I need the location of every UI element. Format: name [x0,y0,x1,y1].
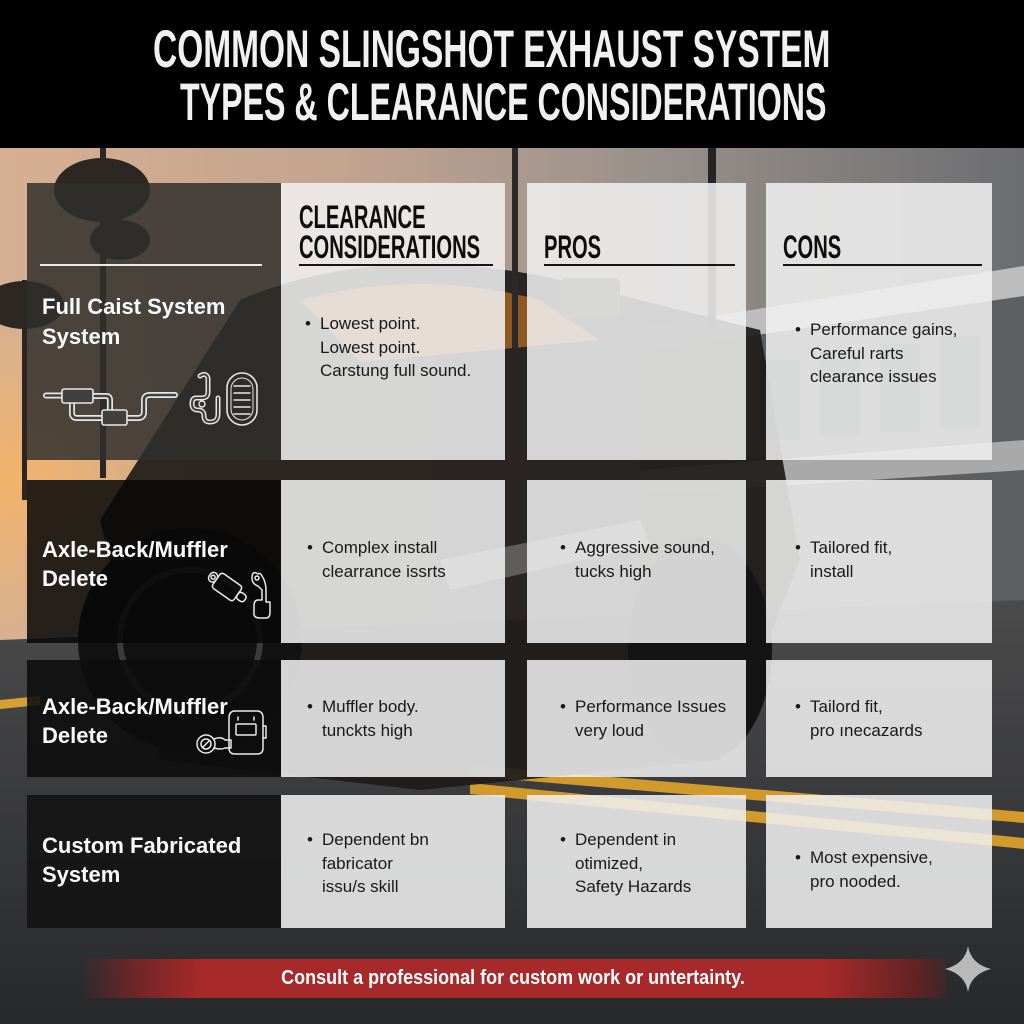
clearance-cell-row-2: • Complex install clearrance issrts [281,480,505,643]
bullet-text: Complex install [322,538,438,557]
pros-cell-row-4: • Dependent in otimized, Safety Hazards [527,795,746,928]
bullet-icon: • [560,830,566,849]
bullet-text: Lowest point. [320,314,421,333]
bullet-text: Tailored fit, [810,538,893,557]
column-header-cons: CONS [783,229,842,265]
type-cell-custom-fabricated: Custom Fabricated System [27,795,281,928]
header-underline [783,264,982,266]
bullet-list: • Tailored fit, install [795,536,893,583]
bullet-text: very loud [575,720,644,740]
bullet-text: pro nooded. [810,871,901,891]
clearance-cell-row-1: CLEARANCE CONSIDERATIONS • Lowest point.… [281,183,505,460]
bullet-text: otimized, [575,853,644,873]
full-system-icons [40,368,265,430]
sparkle-icon [945,946,991,992]
welding-icons [195,708,267,758]
bullet-text: Muffler body. [322,697,419,716]
bullet-list: • Dependent bn fabricator issu/s skill [307,828,429,899]
page-title-line-2: TYPES & CLEARANCE CONSIDERATIONS [180,73,827,132]
bullet-icon: • [307,830,313,849]
bullet-text: Performance Issues [575,697,727,716]
bullet-list: • Aggressive sound, tucks high [560,536,715,583]
bullet-list: • Dependent in otimized, Safety Hazards [560,828,692,899]
exhaust-type-label: Axle-Back/Muffler Delete [42,692,228,750]
bullet-text: tucks high [575,561,652,581]
bullet-text: Tailord fit, [810,697,883,716]
bullet-text: Dependent bn [322,830,429,849]
clearance-cell-row-3: • Muffler body. tunckts high [281,660,505,777]
muffler-icon [207,571,271,619]
cons-cell-row-4: • Most expensive, pro nooded. [766,795,992,928]
exhaust-system-icon [43,371,258,426]
column-header-pros: PROS [544,229,602,265]
cons-cell-row-1: CONS • Performance gains, Careful rarts … [766,183,992,460]
pros-cell-row-1: PROS [527,183,746,460]
bullet-text: Most expensive, [810,848,933,867]
bullet-text: Careful rarts [810,343,904,363]
title-header: COMMON SLINGSHOT EXHAUST SYSTEM TYPES & … [0,0,1024,148]
bullet-icon: • [560,697,566,716]
bullet-list: • Most expensive, pro nooded. [795,846,933,893]
bullet-list: • Performance Issues very loud [560,695,727,742]
bullet-list: • Muffler body. tunckts high [307,695,419,742]
page-title-line-1: COMMON SLINGSHOT EXHAUST SYSTEM [153,20,831,79]
bullet-text: pro ınecazards [810,720,923,740]
welding-helmet-icon [196,710,267,755]
bullet-list: • Performance gains, Careful rarts clear… [795,318,958,389]
bullet-text: Performance gains, [810,320,958,339]
label-line: Axle-Back/Muffler [42,537,228,562]
cons-cell-row-3: • Tailord fit, pro ınecazards [766,660,992,777]
pros-cell-row-2: • Aggressive sound, tucks high [527,480,746,643]
pros-cell-row-3: • Performance Issues very loud [527,660,746,777]
type-cell-axle-back-1: Axle-Back/Muffler Delete [27,480,281,643]
label-line: System [42,862,121,887]
exhaust-type-label: Custom Fabricated System [42,831,241,889]
bullet-icon: • [795,697,801,716]
type-cell-axle-back-2: Axle-Back/Muffler Delete [27,660,281,777]
bullet-list: • Complex install clearrance issrts [307,536,446,583]
disclaimer-banner: Consult a professional for custom work o… [80,959,946,998]
label-line: System [42,324,121,349]
bullet-icon: • [795,538,801,557]
header-line: CLEARANCE [299,199,426,235]
bullet-icon: • [307,538,313,557]
label-line: Delete [42,723,109,748]
bullet-text: clearrance issrts [322,561,446,581]
header-line: CONSIDERATIONS [299,229,481,265]
bullet-icon: • [795,320,801,339]
divider [40,264,262,266]
bullet-icon: • [305,314,311,333]
bullet-icon: • [560,538,566,557]
bullet-text: Safety Hazards [575,877,692,896]
header-underline [299,264,493,266]
label-line: Axle-Back/Muffler [42,694,228,719]
header-underline [544,264,735,266]
type-cell-full-system: Full Caist System System [27,183,281,460]
exhaust-type-label: Full Caist System System [42,292,225,352]
bullet-text: fabricator [322,853,393,873]
clearance-cell-row-4: • Dependent bn fabricator issu/s skill [281,795,505,928]
bullet-text: Carstung full sound. [320,361,472,380]
bullet-text: Lowest point. [320,337,421,357]
cons-cell-row-2: • Tailored fit, install [766,480,992,643]
bullet-icon: • [795,848,801,867]
bullet-list: • Tailord fit, pro ınecazards [795,695,923,742]
bullet-text: clearance issues [810,367,937,386]
bullet-text: Aggressive sound, [575,538,715,557]
label-line: Full Caist System [42,294,226,319]
bullet-text: install [810,561,854,581]
axle-back-icons [200,562,278,622]
disclaimer-text: Consult a professional for custom work o… [281,967,745,989]
exhaust-type-label: Axle-Back/Muffler Delete [42,535,228,593]
bullet-list: • Lowest point. Lowest point. Carstung f… [305,312,472,383]
label-line: Delete [42,566,109,591]
bullet-text: issu/s skill [322,877,399,896]
bullet-text: tunckts high [322,720,413,740]
label-line: Custom Fabricated [42,833,242,858]
bullet-icon: • [307,697,313,716]
column-header-clearance: CLEARANCE CONSIDERATIONS [299,199,481,265]
bullet-text: Dependent in [575,830,677,849]
